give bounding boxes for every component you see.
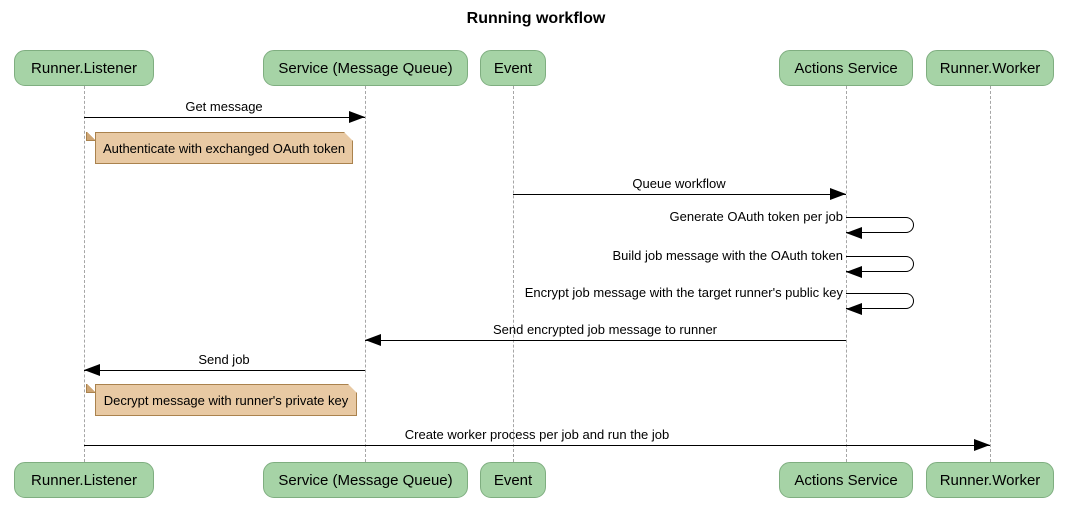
lifeline-event	[513, 86, 514, 462]
participant-label: Runner.Listener	[31, 471, 137, 489]
self-loop-generate-oauth-token	[846, 217, 914, 233]
participant-top-event: Event	[480, 50, 546, 86]
participant-label: Runner.Listener	[31, 59, 137, 77]
arrowhead-left-icon	[84, 364, 100, 376]
message-line-create-worker	[84, 445, 990, 446]
arrowhead-right-icon	[830, 188, 846, 200]
message-line-queue-workflow	[513, 194, 846, 195]
arrowhead-right-icon	[349, 111, 365, 123]
message-label-create-worker: Create worker process per job and run th…	[404, 427, 670, 442]
lifeline-runner-worker	[990, 86, 991, 462]
diagram-title: Running workflow	[466, 10, 606, 27]
note-text: Authenticate with exchanged OAuth token	[95, 132, 353, 164]
participant-label: Actions Service	[794, 59, 898, 77]
note-text: Decrypt message with runner's private ke…	[95, 384, 357, 416]
message-label-build-job-message: Build job message with the OAuth token	[612, 248, 843, 263]
participant-top-runner-listener: Runner.Listener	[14, 50, 154, 86]
message-label-encrypt-job-message: Encrypt job message with the target runn…	[524, 285, 843, 300]
participant-label: Runner.Worker	[939, 471, 1041, 489]
note-fold-icon	[86, 132, 95, 141]
self-loop-build-job-message	[846, 256, 914, 272]
participant-bottom-event: Event	[480, 462, 546, 498]
arrowhead-left-icon	[846, 266, 862, 278]
message-line-send-job	[84, 370, 365, 371]
message-label-get-message: Get message	[185, 99, 263, 114]
arrowhead-left-icon	[365, 334, 381, 346]
message-line-get-message	[84, 117, 365, 118]
participant-label: Actions Service	[794, 471, 898, 489]
participant-bottom-service-message-queue: Service (Message Queue)	[263, 462, 468, 498]
participant-top-service-message-queue: Service (Message Queue)	[263, 50, 468, 86]
message-line-send-encrypted-job	[365, 340, 846, 341]
participant-bottom-runner-worker: Runner.Worker	[926, 462, 1054, 498]
participant-label: Runner.Worker	[939, 59, 1041, 77]
message-label-queue-workflow: Queue workflow	[632, 176, 726, 191]
participant-label: Event	[493, 471, 533, 489]
note-fold-icon	[86, 384, 95, 393]
participant-top-actions-service: Actions Service	[779, 50, 913, 86]
message-label-send-encrypted-job: Send encrypted job message to runner	[492, 322, 718, 337]
self-loop-encrypt-job-message	[846, 293, 914, 309]
message-label-generate-oauth-token: Generate OAuth token per job	[669, 209, 843, 224]
participant-bottom-actions-service: Actions Service	[779, 462, 913, 498]
arrowhead-left-icon	[846, 303, 862, 315]
participant-top-runner-worker: Runner.Worker	[926, 50, 1054, 86]
message-label-send-job: Send job	[198, 352, 250, 367]
arrowhead-right-icon	[974, 439, 990, 451]
participant-label: Service (Message Queue)	[278, 471, 453, 489]
arrowhead-left-icon	[846, 227, 862, 239]
participant-label: Event	[493, 59, 533, 77]
lifeline-runner-listener	[84, 86, 85, 462]
participant-bottom-runner-listener: Runner.Listener	[14, 462, 154, 498]
participant-label: Service (Message Queue)	[278, 59, 453, 77]
lifeline-service-message-queue	[365, 86, 366, 462]
